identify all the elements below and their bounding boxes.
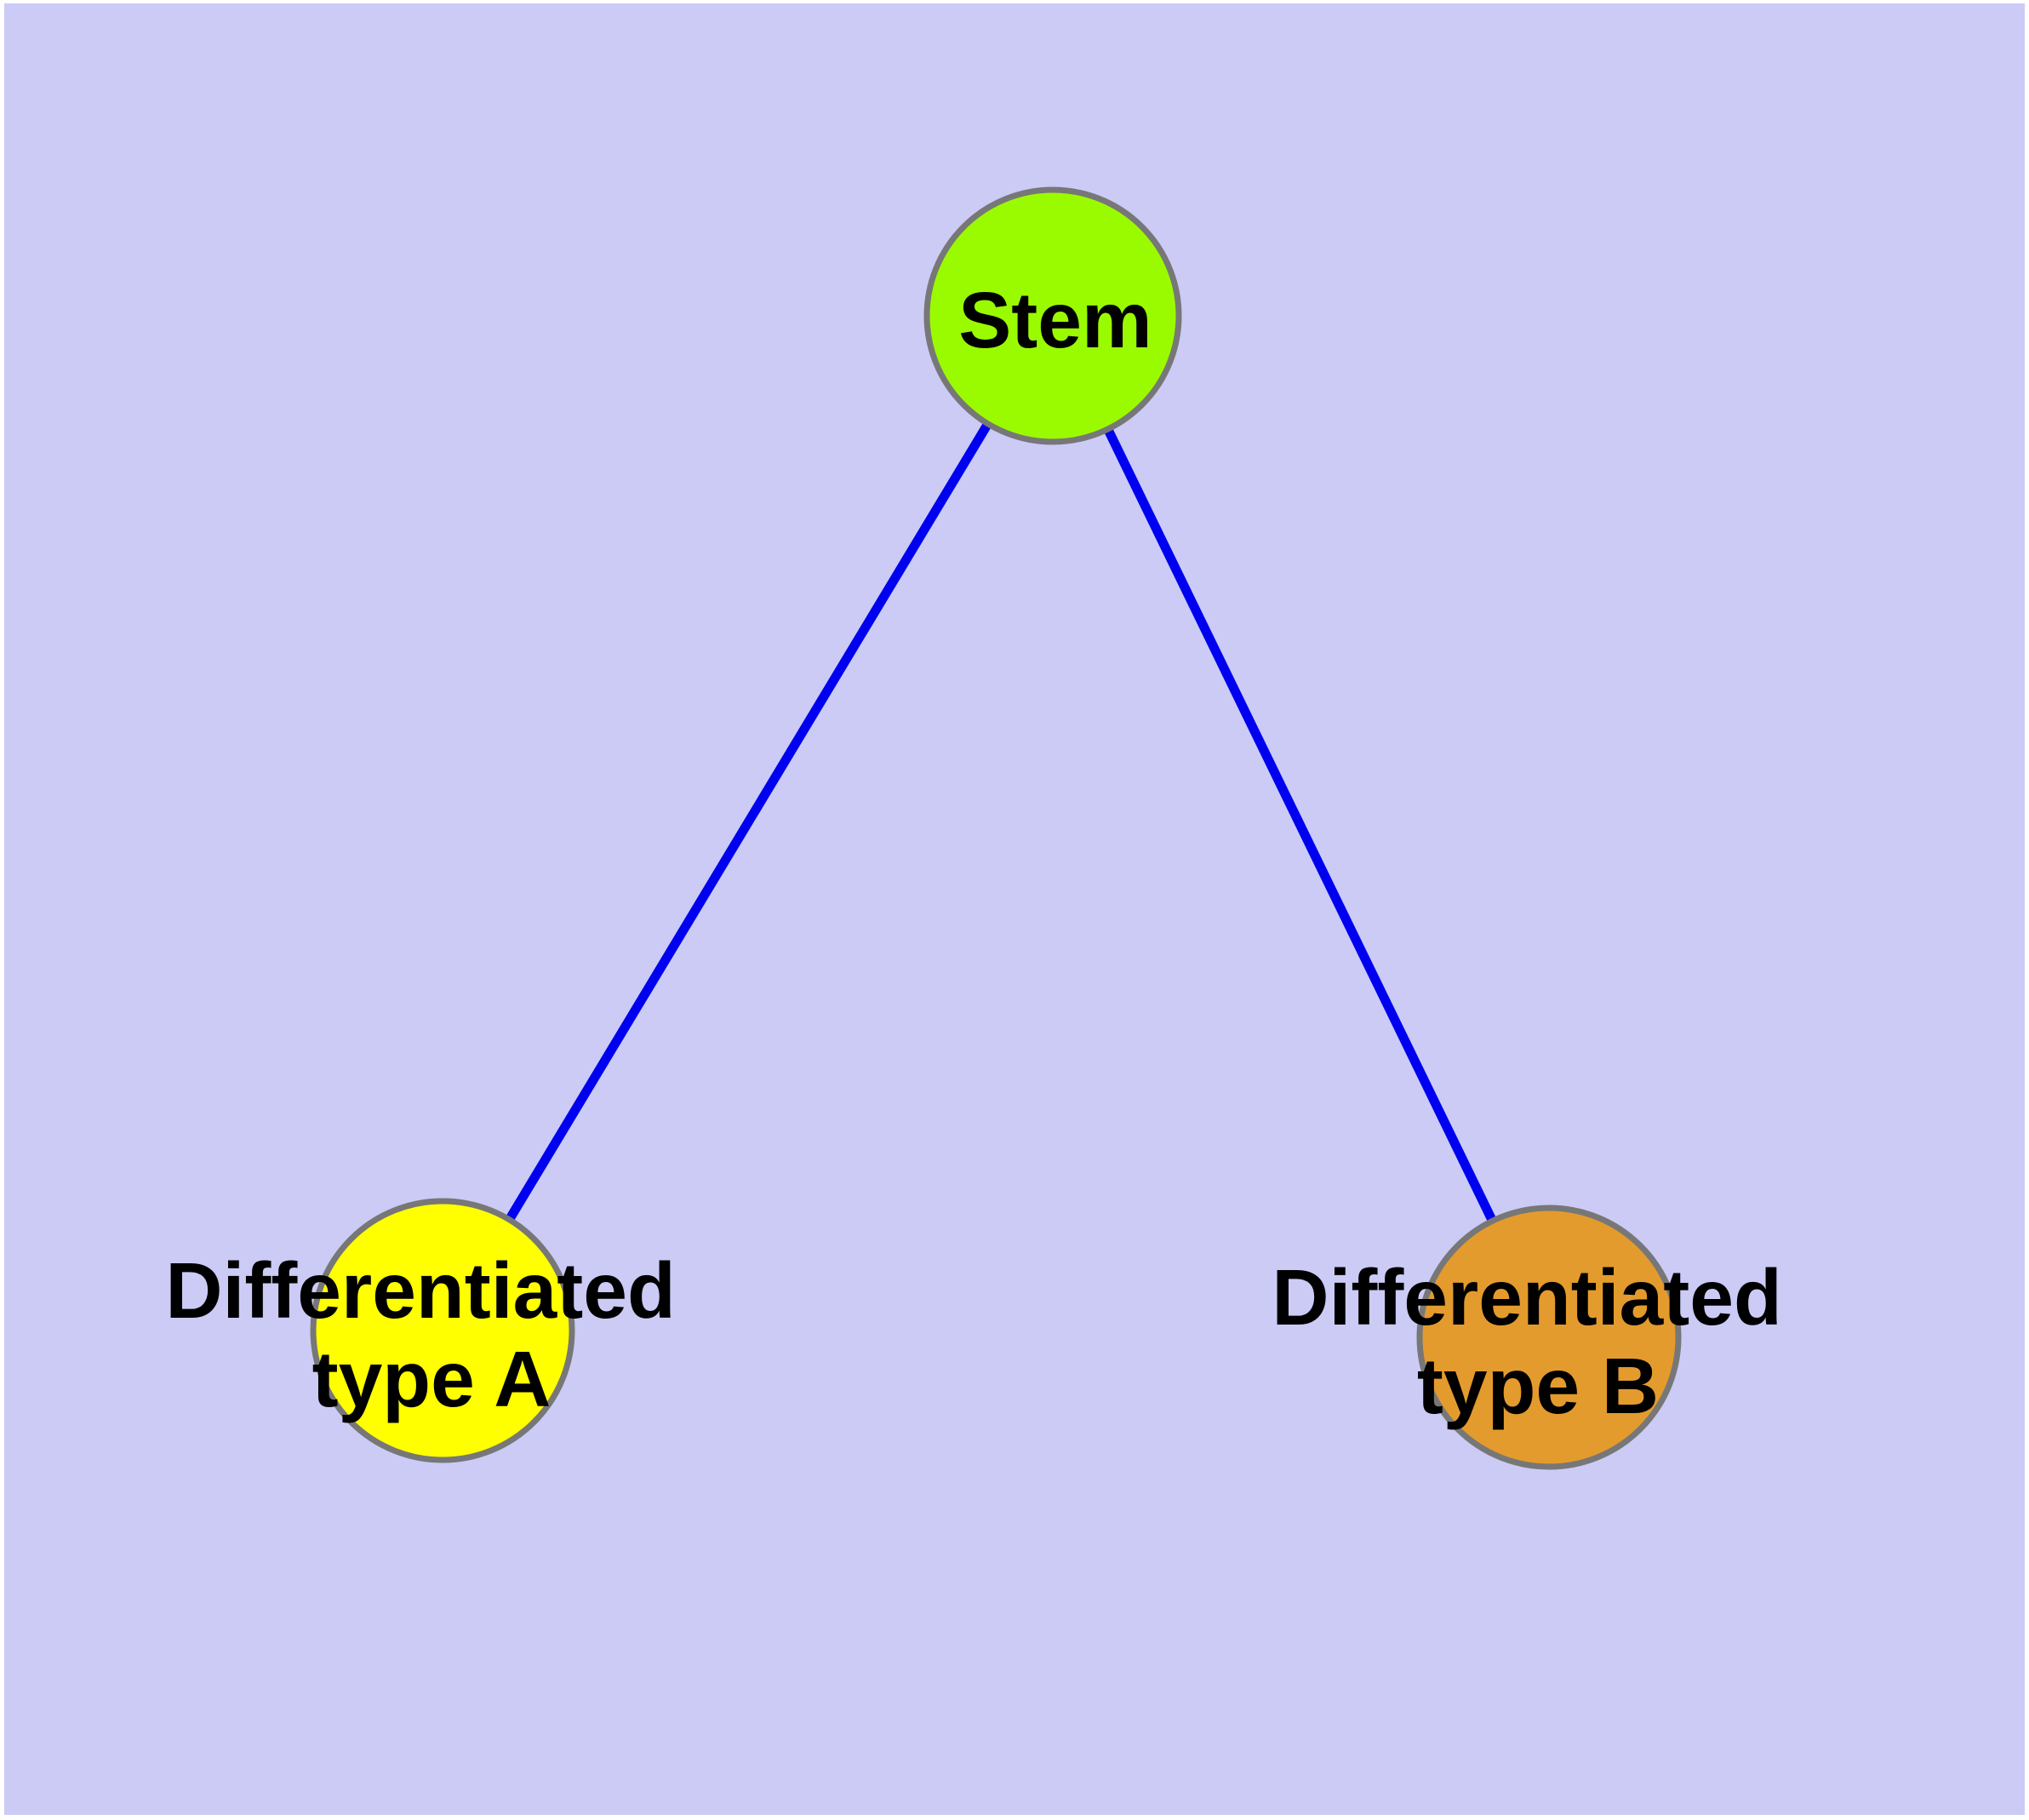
- edge-stem-to-type-b: [1049, 313, 1553, 1340]
- type-b-label: Differentiated type B: [1272, 1253, 1803, 1430]
- stem-node: [923, 186, 1182, 445]
- stem-label: Stem: [958, 276, 1152, 364]
- type-a-label: Differentiated type A: [165, 1246, 697, 1423]
- type-b-node: [1416, 1205, 1682, 1470]
- type-a-node: [310, 1198, 575, 1463]
- edge-stem-to-type-a: [438, 313, 1057, 1333]
